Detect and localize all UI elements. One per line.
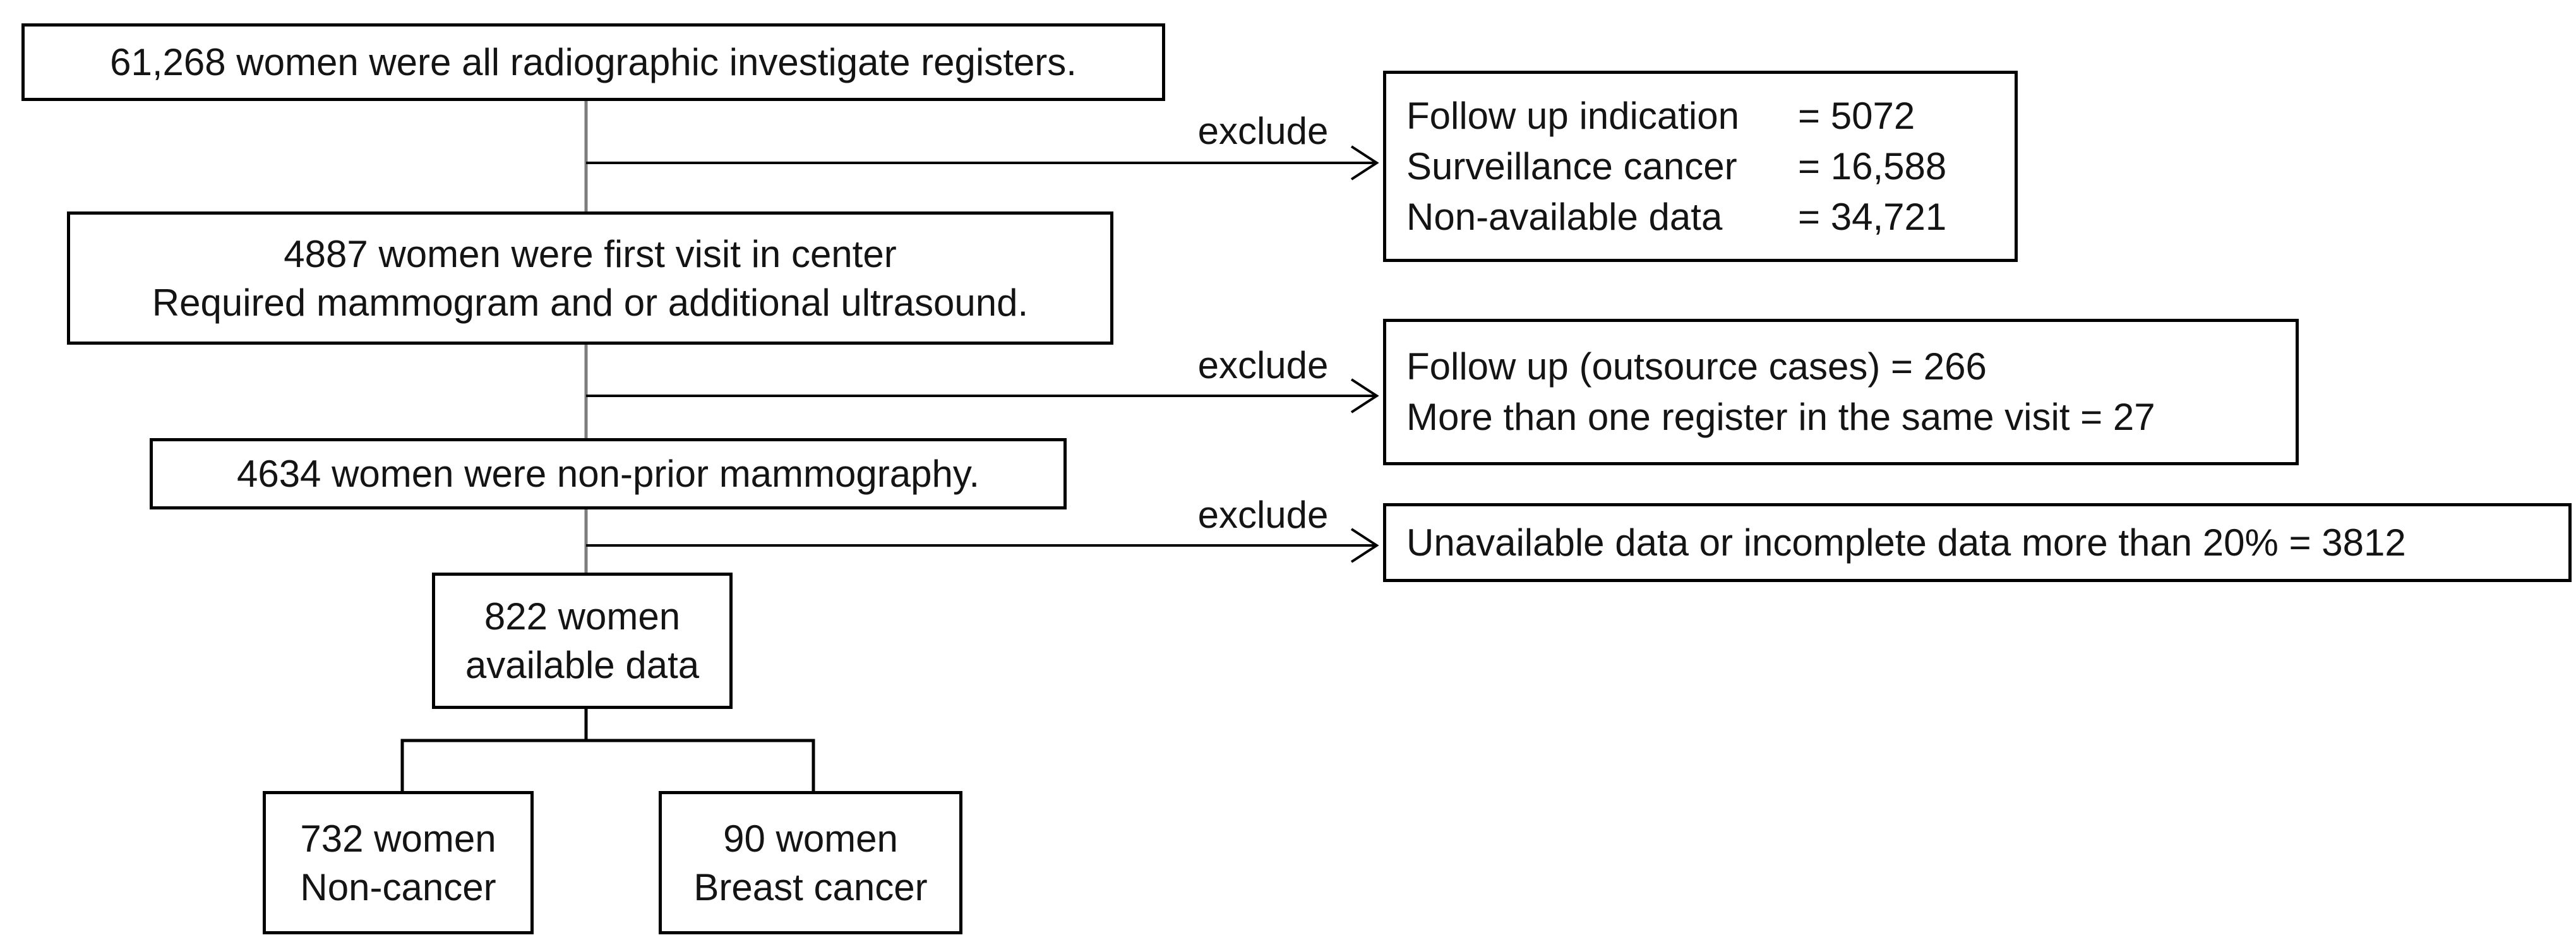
node-first-visit-line2: Required mammogram and or additional ult… xyxy=(152,281,1029,324)
exclusion-box-3: Unavailable data or incomplete data more… xyxy=(1383,503,2572,582)
exclude-label-2: exclude xyxy=(1197,344,1329,386)
node-first-visit-line1: 4887 women were first visit in center xyxy=(284,232,897,275)
node-breast-cancer-line1: 90 women xyxy=(723,817,898,860)
node-breast-cancer: 90 women Breast cancer xyxy=(659,791,962,934)
split-connector xyxy=(400,709,815,791)
exclude-arrow-3 xyxy=(586,528,1379,563)
node-non-cancer-line1: 732 women xyxy=(300,817,496,860)
node-total-registers: 61,268 women were all radiographic inves… xyxy=(21,23,1165,101)
exclude-label-3: exclude xyxy=(1197,494,1329,536)
exclude-label-1: exclude xyxy=(1197,110,1329,152)
exclusion-1-row-3: Non-available data= 34,721 xyxy=(1406,195,1947,238)
node-non-cancer: 732 women Non-cancer xyxy=(263,791,534,934)
exclusion-3-line-1: Unavailable data or incomplete data more… xyxy=(1406,521,2406,564)
node-non-cancer-line2: Non-cancer xyxy=(300,866,496,908)
exclusion-box-1: Follow up indication= 5072 Surveillance … xyxy=(1383,71,2018,262)
exclusion-box-2: Follow up (outsource cases) = 266 More t… xyxy=(1383,319,2299,465)
node-breast-cancer-line2: Breast cancer xyxy=(693,866,928,908)
exclusion-1-row-2: Surveillance cancer= 16,588 xyxy=(1406,145,1947,187)
node-total-registers-text: 61,268 women were all radiographic inves… xyxy=(110,41,1077,83)
node-available-line1: 822 women xyxy=(484,595,681,638)
node-non-prior-mammography: 4634 women were non-prior mammography. xyxy=(150,438,1067,509)
node-available-line2: available data xyxy=(465,644,700,686)
exclude-arrow-2 xyxy=(586,378,1379,414)
exclusion-2-line-1: Follow up (outsource cases) = 266 xyxy=(1406,345,1987,388)
exclusion-1-row-1: Follow up indication= 5072 xyxy=(1406,94,1915,137)
node-available-data: 822 women available data xyxy=(432,573,733,709)
exclude-arrow-1 xyxy=(586,145,1379,181)
node-first-visit: 4887 women were first visit in center Re… xyxy=(67,211,1113,345)
node-non-prior-text: 4634 women were non-prior mammography. xyxy=(236,453,980,495)
exclusion-2-line-2: More than one register in the same visit… xyxy=(1406,396,2155,438)
